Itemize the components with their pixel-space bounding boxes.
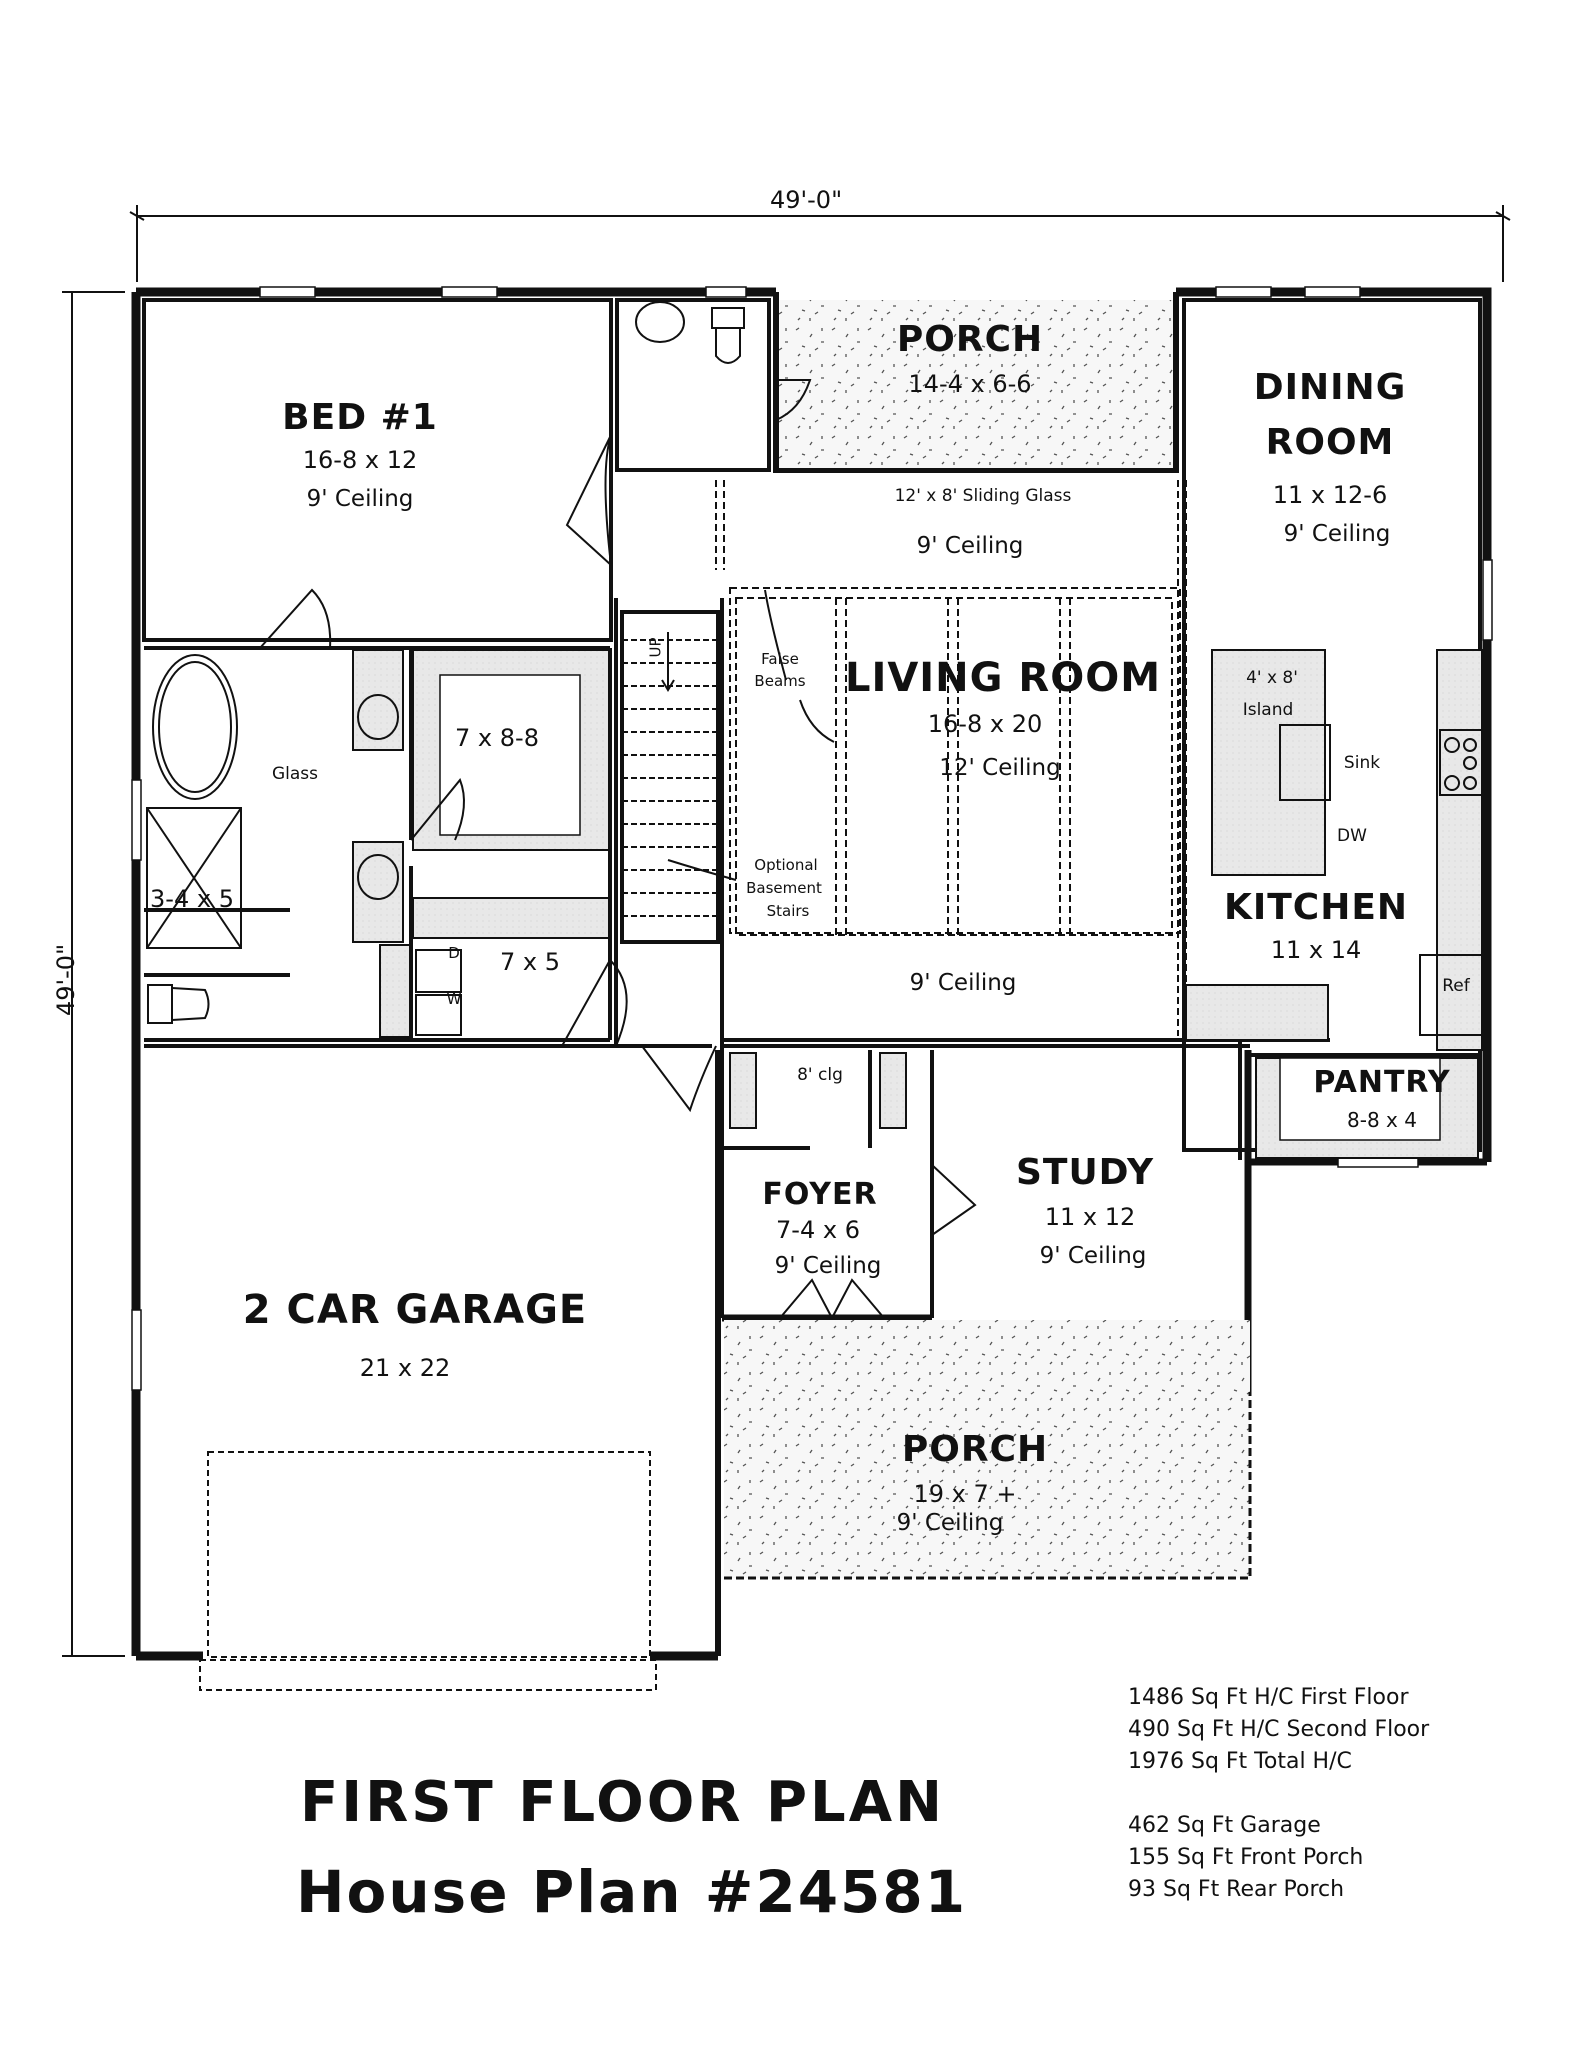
front-porch-floor (724, 1320, 1250, 1578)
bathtub (152, 654, 238, 800)
stat-rear-porch: 93 Sq Ft Rear Porch (1128, 1877, 1345, 1902)
basement-label-1: Optional (754, 856, 818, 874)
bed1-ceiling: 9' Ceiling (306, 486, 414, 512)
washer-label: W (446, 990, 462, 1008)
basement-label-2: Basement (746, 879, 822, 897)
dishwasher-label: DW (1337, 826, 1367, 846)
basement-arrow (667, 859, 737, 881)
range (1439, 729, 1483, 796)
rear-porch-title: PORCH (896, 319, 1044, 360)
stat-first-floor: 1486 Sq Ft H/C First Floor (1128, 1685, 1409, 1710)
dimension-lines (62, 205, 1511, 1657)
pantry-size: 8-8 x 4 (1347, 1108, 1417, 1132)
bed1-size: 16-8 x 12 (302, 446, 418, 474)
false-beams-label-2: Beams (754, 672, 806, 690)
dining-title-line2: ROOM (1265, 422, 1395, 463)
stat-total: 1976 Sq Ft Total H/C (1128, 1749, 1352, 1774)
front-porch-ceiling: 9' Ceiling (896, 1510, 1004, 1536)
stats-spacer (1128, 1778, 1429, 1810)
kitchen-sink (1279, 724, 1331, 801)
fridge-label: Ref (1442, 976, 1470, 996)
false-beams (715, 480, 1187, 1036)
garage-title: 2 CAR GARAGE (242, 1287, 588, 1333)
shower (146, 807, 242, 949)
living-size: 16-8 x 20 (927, 710, 1043, 738)
toilet (711, 307, 745, 329)
front-porch-size: 19 x 7 + (913, 1480, 1017, 1508)
foyer-title: FOYER (762, 1177, 878, 1212)
dining-ceiling: 9' Ceiling (1283, 521, 1391, 547)
garage-size: 21 x 22 (359, 1354, 451, 1382)
stat-garage: 462 Sq Ft Garage (1128, 1813, 1321, 1838)
garage-door (199, 1451, 657, 1691)
area-summary: 1486 Sq Ft H/C First Floor 490 Sq Ft H/C… (1128, 1682, 1429, 1906)
hall-ceiling-label: 8' clg (797, 1065, 843, 1085)
depth-dimension: 49'-0" (52, 943, 80, 1016)
laundry-size: 7 x 5 (500, 948, 560, 976)
plan-number: House Plan #24581 (296, 1858, 968, 1926)
pantry-floor (1279, 1057, 1441, 1141)
living-ceiling: 12' Ceiling (939, 755, 1061, 781)
doors (259, 379, 977, 1319)
dryer-label: D (448, 944, 460, 962)
study-size: 11 x 12 (1044, 1203, 1136, 1231)
dining-size: 11 x 12-6 (1272, 481, 1388, 509)
stat-front-porch: 155 Sq Ft Front Porch (1128, 1845, 1364, 1870)
closet-floor (439, 674, 581, 836)
rear-porch-size: 14-4 x 6-6 (908, 370, 1032, 398)
shower-size: 3-4 x 5 (150, 885, 234, 913)
stat-second-floor: 490 Sq Ft H/C Second Floor (1128, 1717, 1430, 1742)
stairs (620, 610, 720, 944)
closet-size: 7 x 8-8 (455, 724, 539, 752)
front-porch-title: PORCH (901, 1429, 1049, 1470)
basement-label-3: Stairs (766, 902, 810, 920)
study-ceiling: 9' Ceiling (1039, 1243, 1147, 1269)
kitchen-size: 11 x 14 (1270, 936, 1362, 964)
fixtures (146, 301, 1483, 1036)
kitchen-title: KITCHEN (1223, 887, 1409, 928)
sink (635, 301, 685, 343)
bed1-title: BED #1 (282, 397, 438, 438)
sliding-glass-ceiling: 9' Ceiling (916, 533, 1024, 559)
living-lower-ceiling: 9' Ceiling (909, 970, 1017, 996)
width-dimension: 49'-0" (770, 186, 843, 214)
island-label-1: 4' x 8' (1246, 668, 1298, 688)
sliding-glass-label: 12' x 8' Sliding Glass (894, 486, 1072, 506)
foyer-ceiling: 9' Ceiling (774, 1253, 882, 1279)
rear-porch-floor (779, 300, 1173, 468)
living-title: LIVING ROOM (844, 655, 1162, 701)
stairs-up-label: UP (646, 637, 665, 658)
pantry-title: PANTRY (1313, 1065, 1451, 1100)
sink-label: Sink (1343, 753, 1381, 773)
refrigerator (1419, 954, 1483, 1036)
dryer (415, 949, 462, 993)
glass-label: Glass (271, 764, 319, 784)
foyer-size: 7-4 x 6 (776, 1216, 860, 1244)
plan-title: FIRST FLOOR PLAN (300, 1770, 945, 1835)
false-beams-arrow (764, 589, 835, 743)
study-title: STUDY (1015, 1152, 1155, 1193)
false-beams-label-1: False (761, 650, 799, 668)
island-label-2: Island (1242, 700, 1294, 720)
dining-title-line1: DINING (1253, 367, 1407, 408)
washer (415, 994, 462, 1036)
